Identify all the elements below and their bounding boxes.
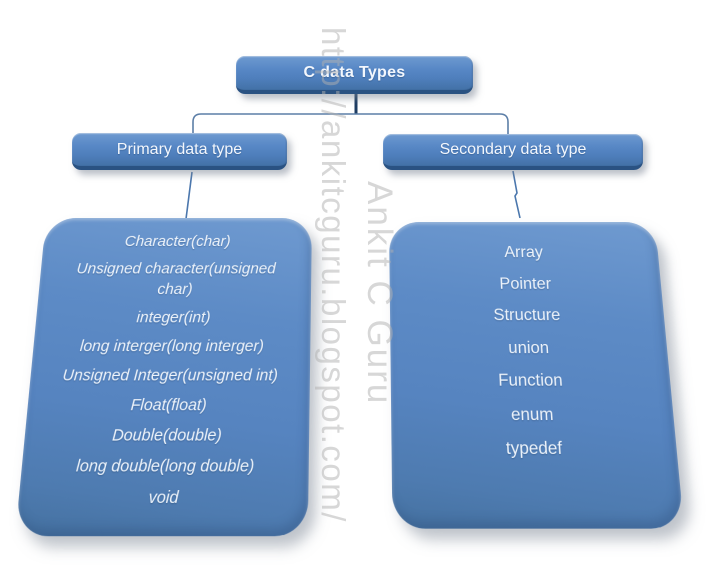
connector-secondary-drop bbox=[512, 170, 521, 219]
node-secondary-data-type-label: Secondary data type bbox=[439, 141, 587, 158]
primary-types-panel: Character(char) Unsigned character(unsig… bbox=[15, 218, 313, 537]
primary-type-item: void bbox=[148, 487, 180, 508]
secondary-type-item: Function bbox=[497, 371, 564, 391]
primary-type-item: Character(char) bbox=[124, 232, 231, 251]
secondary-type-item: enum bbox=[510, 404, 555, 424]
node-c-data-types: C data Types bbox=[236, 56, 473, 94]
primary-type-item: Unsigned character(unsigned char) bbox=[75, 260, 276, 298]
primary-type-item: Double(double) bbox=[111, 425, 223, 445]
secondary-type-item: Pointer bbox=[499, 274, 552, 293]
secondary-type-item: Structure bbox=[493, 306, 561, 325]
primary-type-item: long double(long double) bbox=[75, 455, 255, 476]
connector-horizontal bbox=[192, 113, 509, 136]
connector-primary-drop bbox=[185, 171, 193, 220]
secondary-type-item: union bbox=[507, 338, 550, 357]
secondary-type-item: Array bbox=[503, 243, 544, 262]
primary-type-item: Float(float) bbox=[130, 395, 208, 415]
node-primary-data-type: Primary data type bbox=[72, 133, 287, 170]
secondary-types-panel: Array Pointer Structure union Function e… bbox=[389, 222, 685, 529]
primary-types-list: Character(char) Unsigned character(unsig… bbox=[18, 218, 312, 509]
node-c-data-types-label: C data Types bbox=[303, 64, 406, 81]
primary-type-item: Unsigned Integer(unsigned int) bbox=[61, 365, 279, 385]
secondary-type-item: typedef bbox=[505, 439, 563, 459]
node-secondary-data-type: Secondary data type bbox=[383, 134, 643, 170]
secondary-types-list: Array Pointer Structure union Function e… bbox=[389, 222, 678, 467]
primary-type-item: long interger(long interger) bbox=[79, 336, 265, 355]
node-primary-data-type-label: Primary data type bbox=[116, 140, 243, 158]
perspective-stage: Character(char) Unsigned character(unsig… bbox=[0, 210, 707, 574]
primary-type-item: integer(int) bbox=[135, 308, 211, 327]
